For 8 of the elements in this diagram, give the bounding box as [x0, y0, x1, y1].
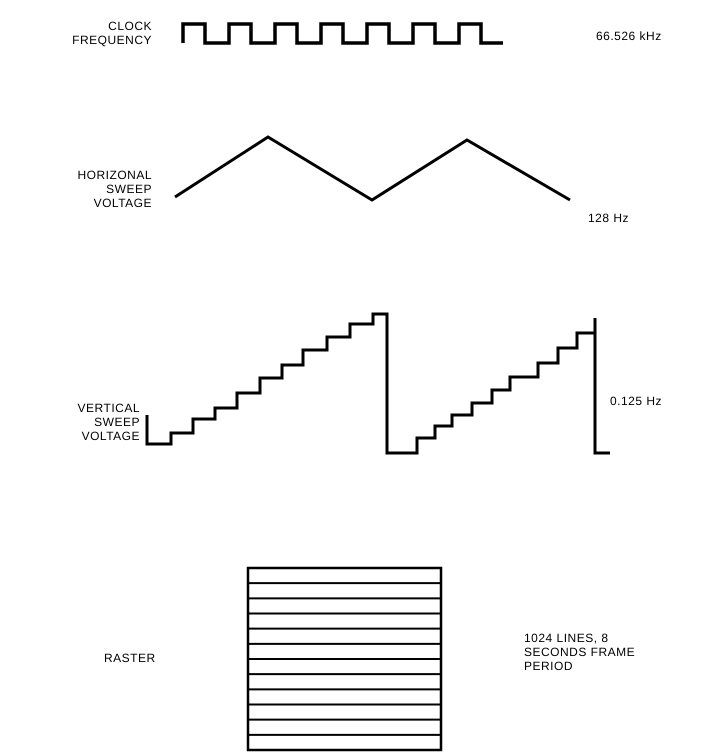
waveform-label: 0.125 Hz	[610, 394, 662, 408]
waveform-label: HORIZONAL SWEEP VOLTAGE	[76, 168, 152, 210]
waveform-label: VERTICAL SWEEP VOLTAGE	[76, 401, 140, 443]
waveform-label: 128 Hz	[588, 211, 630, 225]
waveform-label: CLOCK FREQUENCY	[72, 19, 152, 47]
waveform-label: 66.526 kHz	[596, 29, 662, 43]
waveform-label: RASTER	[104, 651, 156, 665]
waveform-label: 1024 LINES, 8 SECONDS FRAME PERIOD	[524, 631, 636, 673]
